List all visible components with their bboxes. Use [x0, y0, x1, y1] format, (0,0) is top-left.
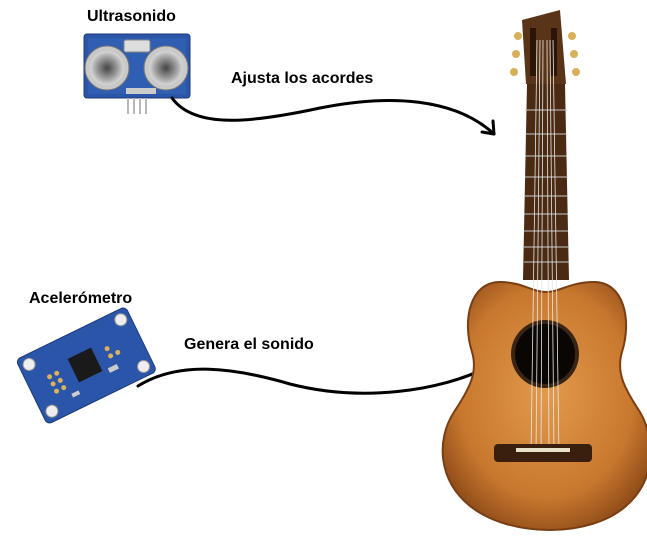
- ultrasonic-label: Ultrasonido: [87, 8, 176, 25]
- accelerometer-label: Acelerómetro: [29, 290, 133, 307]
- adjusts-chords-label: Ajusta los acordes: [231, 70, 374, 87]
- generates-sound-label: Genera el sonido: [184, 336, 314, 353]
- ultrasonic-sensor-icon: [83, 33, 191, 114]
- guitar-icon: [441, 10, 647, 531]
- arrow-ultrasonic-to-guitar: [170, 96, 496, 136]
- arrow-accelerometer-to-guitar: [136, 361, 492, 395]
- accelerometer-board-icon: [16, 307, 156, 424]
